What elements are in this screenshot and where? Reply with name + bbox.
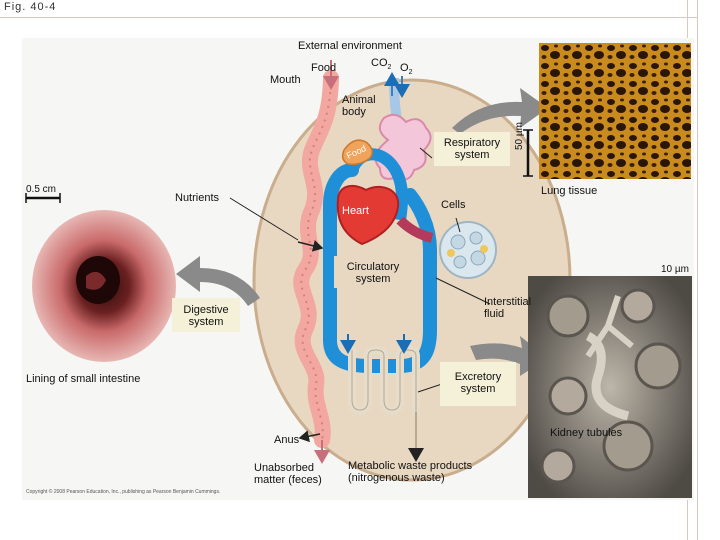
co2-label: CO2 xyxy=(371,57,392,72)
digestive-system-box xyxy=(172,298,240,332)
frame-line-right-2 xyxy=(697,0,698,540)
anus-label: Anus xyxy=(274,434,300,446)
respiratory-system-label: Respiratory system xyxy=(443,137,501,161)
nutrients-arrow xyxy=(297,239,324,252)
external-environment-label: External environment xyxy=(298,40,402,52)
lung-tissue-label: Lung tissue xyxy=(541,185,598,197)
lining-small-intestine-label: Lining of small intestine xyxy=(26,373,141,385)
circulatory-red-vessel xyxy=(396,216,434,243)
small-intestine-photo xyxy=(26,206,176,364)
circulatory-system-box xyxy=(334,256,412,288)
scale-bar-05cm xyxy=(25,193,61,203)
food-label: Food xyxy=(311,62,337,74)
lung-tissue-photo xyxy=(539,43,691,179)
unabsorbed-matter-label: Unabsorbed matter (feces) xyxy=(254,462,322,486)
scale-bar-50um xyxy=(523,129,533,177)
nutrients-label: Nutrients xyxy=(175,192,220,204)
heart-shape xyxy=(336,184,400,246)
respiratory-system-box xyxy=(434,132,510,166)
copyright-notice: Copyright © 2008 Pearson Education, Inc.… xyxy=(26,489,221,495)
heart-label: Heart xyxy=(342,205,369,217)
kidney-tubules-label: Kidney tubules xyxy=(550,427,623,439)
scale-05cm-label: 0.5 cm xyxy=(26,184,57,195)
figure-caption: Fig. 40-4 xyxy=(4,1,57,13)
arrow-to-lung-tissue xyxy=(452,88,548,134)
scale-10um-label: 10 µm xyxy=(661,264,689,275)
mouth-label: Mouth xyxy=(270,74,301,86)
circulatory-system-label: Circulatory system xyxy=(346,261,400,285)
cells-label: Cells xyxy=(441,199,466,211)
interstitial-fluid-label: Interstitial fluid xyxy=(484,296,532,320)
kidney-tubules-photo xyxy=(528,276,692,498)
arrow-to-intestine-photo xyxy=(176,256,260,306)
digestive-system-label: Digestive system xyxy=(183,304,229,328)
frame-line-top xyxy=(0,17,697,18)
o2-label: O2 xyxy=(400,62,413,77)
metabolic-waste-label: Metabolic waste products (nitrogenous wa… xyxy=(348,460,473,484)
scale-50um-label: 50 µm xyxy=(514,122,525,150)
excretory-system-box xyxy=(440,362,516,406)
animal-body-label: Animal body xyxy=(342,94,376,118)
stomach-food-blob xyxy=(341,139,373,166)
digestive-tract xyxy=(293,70,339,448)
anus-arrow xyxy=(298,430,321,443)
excretory-system-label: Excretory system xyxy=(454,371,502,395)
